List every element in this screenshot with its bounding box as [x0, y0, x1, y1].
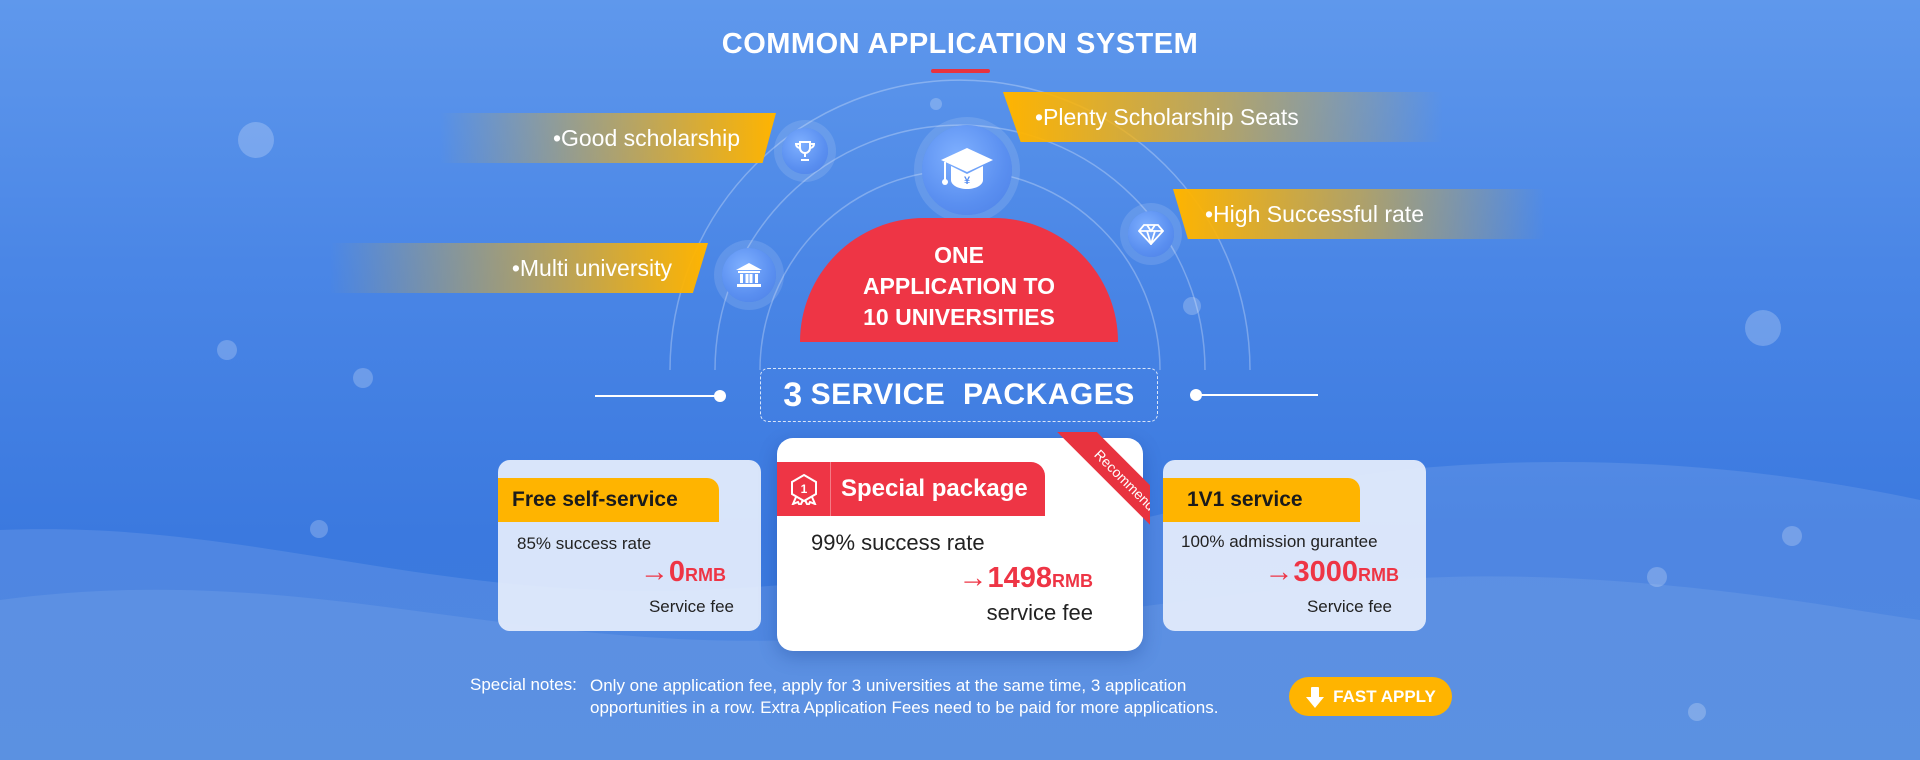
package-price: →1498RMB [958, 562, 1093, 595]
bubble [217, 340, 237, 360]
price-currency: RMB [685, 565, 726, 585]
diamond-icon [1128, 211, 1174, 257]
fee-label: Service fee [648, 597, 734, 616]
bubble [310, 520, 328, 538]
bubble [1782, 526, 1802, 546]
package-card-special[interactable]: 1 Special package 99% success rate →1498… [777, 438, 1143, 651]
feature-plenty-seats: •Plenty Scholarship Seats [1003, 92, 1443, 142]
feature-multi-university: •Multi university [330, 243, 708, 293]
packages-heading: 3 SERVICE PACKAGES [760, 368, 1158, 422]
fast-apply-button[interactable]: FAST APPLY [1289, 677, 1452, 716]
package-name: Free self-service [498, 478, 719, 522]
price-value: 3000 [1293, 556, 1358, 588]
bubble [353, 368, 373, 388]
arrow-down-icon [1306, 686, 1325, 708]
price-arrow: → [639, 556, 669, 588]
graduation-cap-icon: ¥ [922, 125, 1012, 215]
hero-line: APPLICATION TO [862, 273, 1056, 299]
svg-text:1: 1 [800, 482, 807, 496]
success-rate: 100% admission gurantee [1181, 532, 1378, 551]
success-rate: 99% success rate [811, 530, 985, 555]
medal-icon: 1 [777, 462, 831, 516]
feature-label: •Multi university [511, 254, 672, 281]
package-card-free[interactable]: Free self-service 85% success rate →0RMB… [498, 460, 761, 631]
packages-heading-text: SERVICE PACKAGES [810, 378, 1135, 411]
recommend-badge: Recommend [1054, 432, 1150, 536]
success-rate: 85% success rate [517, 534, 652, 553]
recommend-ribbon: Recommend [1046, 432, 1150, 536]
notes-label: Special notes: [470, 675, 577, 694]
title-underline [931, 69, 990, 73]
price-currency: RMB [1052, 571, 1093, 591]
fee-label: service fee [986, 600, 1093, 625]
svg-text:¥: ¥ [964, 175, 971, 187]
package-name: Special package [841, 475, 1028, 502]
bubble [1745, 310, 1781, 346]
hero-line: ONE [934, 242, 984, 268]
bubble [930, 98, 942, 110]
package-name: 1V1 service [1163, 478, 1360, 522]
divider-dot [714, 390, 726, 402]
package-price: →3000RMB [1264, 556, 1399, 589]
feature-label: •Good scholarship [552, 124, 740, 151]
package-price: →0RMB [640, 556, 726, 589]
fee-label: Service fee [1306, 597, 1392, 616]
price-arrow: → [1264, 556, 1294, 588]
package-card-1v1[interactable]: 1V1 service 100% admission gurantee →300… [1163, 460, 1426, 631]
bubble [1688, 703, 1706, 721]
divider-line [1194, 394, 1318, 396]
bubble [1647, 567, 1667, 587]
fast-apply-label: FAST APPLY [1333, 686, 1436, 706]
trophy-icon [782, 128, 828, 174]
page-title: COMMON APPLICATION SYSTEM [721, 28, 1199, 60]
package-tab: 1 Special package [777, 462, 1045, 516]
price-currency: RMB [1358, 565, 1399, 585]
bank-icon [722, 248, 776, 302]
feature-label: •Plenty Scholarship Seats [1035, 103, 1299, 130]
divider-line [595, 395, 719, 397]
hero-banner: ONE APPLICATION TO 10 UNIVERSITIES [800, 218, 1118, 342]
bubble [238, 122, 274, 158]
feature-high-rate: •High Successful rate [1173, 189, 1545, 239]
packages-count: 3 [783, 375, 803, 414]
hero-line: 10 UNIVERSITIES [863, 304, 1055, 330]
price-value: 0 [668, 556, 685, 588]
divider-dot [1190, 389, 1202, 401]
price-arrow: → [958, 562, 988, 594]
feature-good-scholarship: •Good scholarship [440, 113, 776, 163]
bubble [1183, 297, 1201, 315]
notes-text: Only one application fee, apply for 3 un… [590, 676, 1219, 717]
feature-label: •High Successful rate [1205, 200, 1424, 227]
price-value: 1498 [987, 562, 1052, 594]
